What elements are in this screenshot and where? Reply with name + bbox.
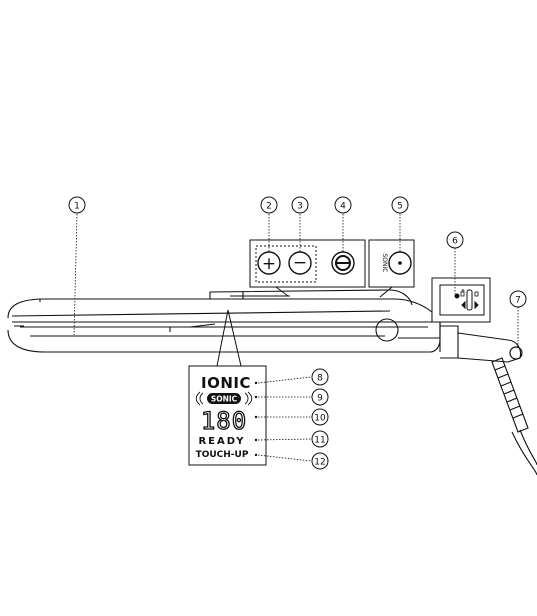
- svg-text:7: 7: [515, 296, 521, 306]
- display-panel: IONIC SONIC 180 READY TOUCH-UP: [188, 365, 267, 466]
- callout-3: 3: [291, 196, 309, 214]
- svg-text:1: 1: [74, 202, 80, 212]
- power-button[interactable]: [331, 251, 355, 275]
- ionic-indicator: IONIC: [201, 374, 251, 392]
- svg-text:SONIC: SONIC: [211, 395, 238, 404]
- sonic-button-label: SONIC: [381, 254, 388, 273]
- callout-10: 10: [311, 408, 329, 426]
- callout-11: 11: [311, 430, 329, 448]
- svg-text:11: 11: [314, 436, 325, 446]
- svg-text:8: 8: [317, 374, 323, 384]
- arrow-right-icon: [474, 300, 479, 310]
- callout-leader-lines: [73, 213, 519, 462]
- callout-2: 2: [260, 196, 278, 214]
- callout-7: 7: [509, 290, 527, 308]
- callout-6: 6: [446, 231, 464, 249]
- svg-text:6: 6: [452, 237, 458, 247]
- minus-icon: −: [293, 253, 307, 273]
- display-leader: [216, 309, 242, 367]
- plus-button[interactable]: +: [257, 251, 281, 275]
- sonic-button[interactable]: SONIC: [381, 251, 412, 275]
- minus-button[interactable]: −: [288, 251, 312, 275]
- callout-4: 4: [334, 196, 352, 214]
- callout-8: 8: [311, 368, 329, 386]
- sonic-indicator: SONIC: [195, 391, 253, 406]
- svg-text:10: 10: [314, 414, 326, 424]
- callout-9: 9: [311, 388, 329, 406]
- temperature-display: 180: [201, 407, 247, 435]
- ready-indicator: READY: [198, 436, 245, 447]
- callout-1: 1: [68, 196, 86, 214]
- svg-text:9: 9: [317, 394, 323, 404]
- arrow-left-icon: [461, 300, 466, 310]
- lock-slider-panel: [431, 277, 491, 323]
- svg-text:2: 2: [266, 202, 272, 212]
- svg-text:3: 3: [297, 202, 303, 212]
- callout-12: 12: [311, 452, 329, 470]
- lock-icon: [460, 289, 465, 297]
- power-icon: [335, 255, 351, 271]
- svg-text:12: 12: [314, 458, 325, 468]
- svg-text:5: 5: [397, 202, 403, 212]
- unlock-icon: [474, 291, 479, 297]
- touchup-indicator: TOUCH-UP: [196, 450, 249, 460]
- callout-5: 5: [391, 196, 409, 214]
- svg-text:4: 4: [340, 202, 346, 212]
- plus-icon: +: [262, 254, 276, 274]
